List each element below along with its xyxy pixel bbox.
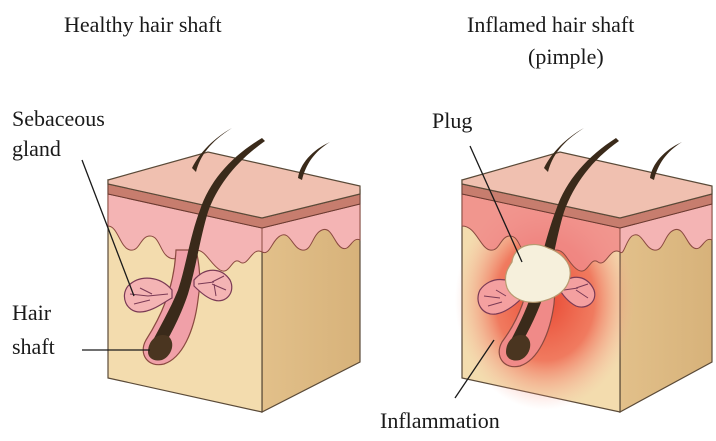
plug-label: Plug	[432, 108, 472, 133]
hair-shaft-label-line2: shaft	[12, 334, 55, 359]
inflamed-panel-title-line1: Inflamed hair shaft	[467, 12, 634, 37]
healthy-skin-block	[108, 128, 360, 412]
inflamed-skin-block	[455, 128, 712, 412]
healthy-surface-hair-2	[298, 142, 330, 180]
sebaceous-gland-label-line1: Sebaceous	[12, 106, 105, 131]
healthy-panel-title: Healthy hair shaft	[64, 12, 222, 37]
inflamed-panel-title-line2: (pimple)	[528, 44, 604, 69]
inflammation-label: Inflammation	[380, 408, 500, 433]
hair-shaft-label-line1: Hair	[12, 300, 52, 325]
inflamed-surface-hair-2	[650, 142, 682, 180]
sebaceous-gland-label-line2: gland	[12, 136, 61, 161]
